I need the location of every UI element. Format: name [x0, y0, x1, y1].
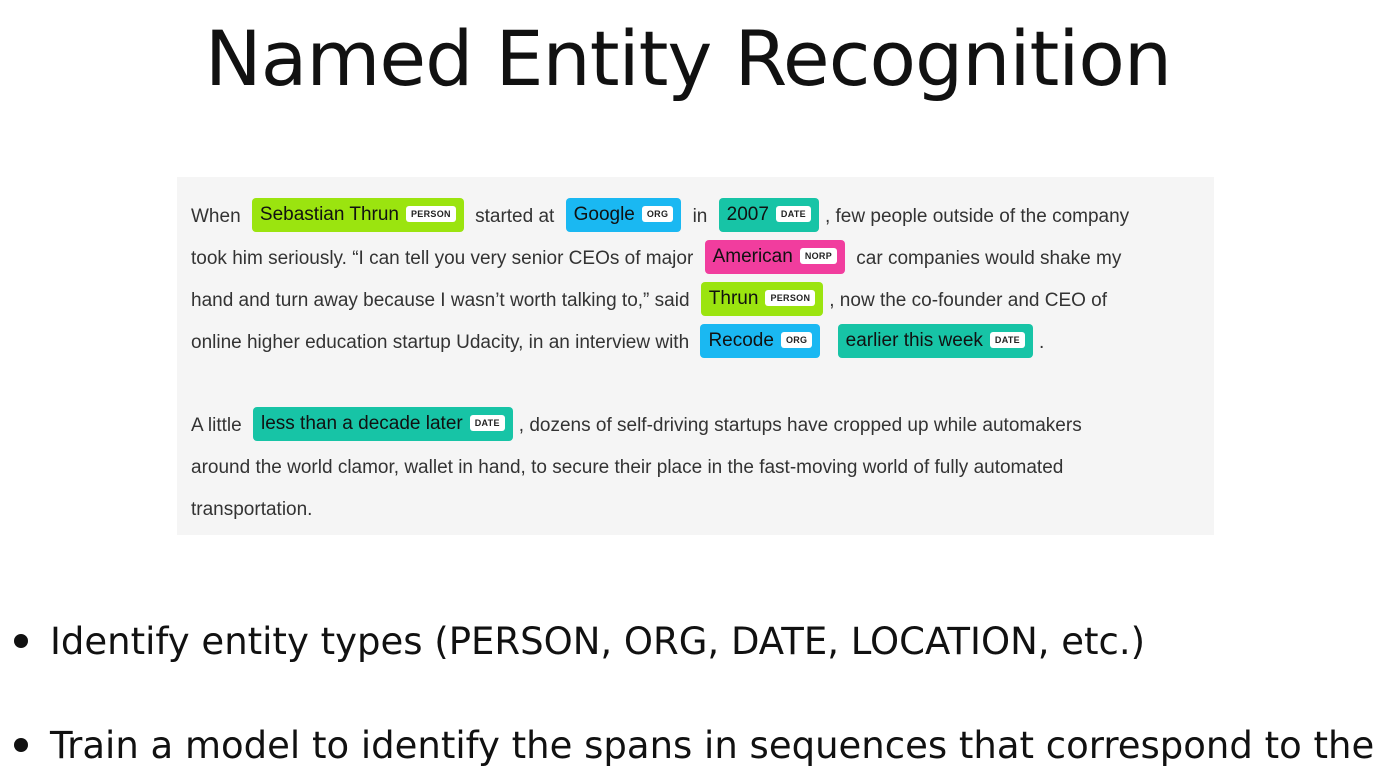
text-span: started at: [475, 206, 555, 227]
text-span: transportation.: [191, 499, 313, 520]
entity-label-badge: DATE: [775, 205, 811, 222]
entity-label-badge: PERSON: [406, 205, 456, 222]
passage-line: online higher education startup Udacity,…: [191, 322, 1214, 364]
text-span: , now the co-founder and CEO of: [829, 290, 1108, 311]
entity-date: 2007 DATE: [718, 197, 819, 232]
bullet-dot-icon: [14, 633, 28, 648]
entity-text: American: [712, 245, 793, 267]
bullet-text: Identify entity types (PERSON, ORG, DATE…: [50, 620, 1146, 663]
entity-label-badge: ORG: [641, 205, 674, 222]
entity-text: 2007: [726, 203, 769, 225]
slide-title: Named Entity Recognition: [204, 14, 1172, 103]
entity-text: Recode: [708, 329, 774, 351]
entity-date: less than a decade later DATE: [252, 406, 513, 441]
passage-line: took him seriously. “I can tell you very…: [191, 238, 1214, 280]
passage-line: around the world clamor, wallet in hand,…: [191, 447, 1214, 489]
entity-norp: American NORP: [704, 239, 846, 274]
entity-label-badge: ORG: [780, 331, 813, 348]
text-span: took him seriously. “I can tell you very…: [191, 248, 694, 269]
text-span: hand and turn away because I wasn’t wort…: [191, 290, 690, 311]
entity-org: Google ORG: [565, 197, 682, 232]
entity-label-badge: DATE: [989, 331, 1025, 348]
entity-text: earlier this week: [845, 329, 983, 351]
bullet-dot-icon: [14, 737, 28, 752]
bullet-text: Train a model to identify the spans in s…: [50, 724, 1376, 767]
entity-text: less than a decade later: [260, 412, 463, 434]
entity-text: Google: [573, 203, 635, 225]
entity-org: Recode ORG: [700, 323, 821, 358]
passage-line: transportation.: [191, 489, 1214, 531]
passage-line: When Sebastian Thrun PERSON started at Go…: [191, 196, 1214, 238]
entity-text: Thrun: [708, 287, 759, 309]
text-span: around the world clamor, wallet in hand,…: [191, 457, 1064, 478]
text-span: car companies would shake my: [856, 248, 1122, 269]
passage-line: hand and turn away because I wasn’t wort…: [191, 280, 1214, 322]
bullet-item: Identify entity types (PERSON, ORG, DATE…: [14, 606, 1145, 678]
passage-line: A little less than a decade later DATE , d…: [191, 405, 1214, 447]
bullet-item: Train a model to identify the spans in s…: [14, 710, 1376, 782]
text-span: When: [191, 206, 241, 227]
text-span: in: [692, 206, 708, 227]
passage-paragraph-2: A little less than a decade later DATE , d…: [191, 405, 1214, 531]
entity-text: Sebastian Thrun: [259, 203, 399, 225]
entity-person: Sebastian Thrun PERSON: [251, 197, 464, 232]
entity-label-badge: DATE: [469, 414, 505, 431]
text-span: .: [1038, 332, 1045, 353]
text-span: A little: [191, 415, 242, 436]
entity-person: Thrun PERSON: [700, 281, 824, 316]
text-span: , dozens of self-driving startups have c…: [518, 415, 1082, 436]
entity-label-badge: NORP: [799, 247, 838, 264]
entity-date: earlier this week DATE: [837, 323, 1033, 358]
entity-label-badge: PERSON: [765, 289, 816, 306]
text-span: online higher education startup Udacity,…: [191, 332, 690, 353]
text-span: , few people outside of the company: [824, 206, 1130, 227]
